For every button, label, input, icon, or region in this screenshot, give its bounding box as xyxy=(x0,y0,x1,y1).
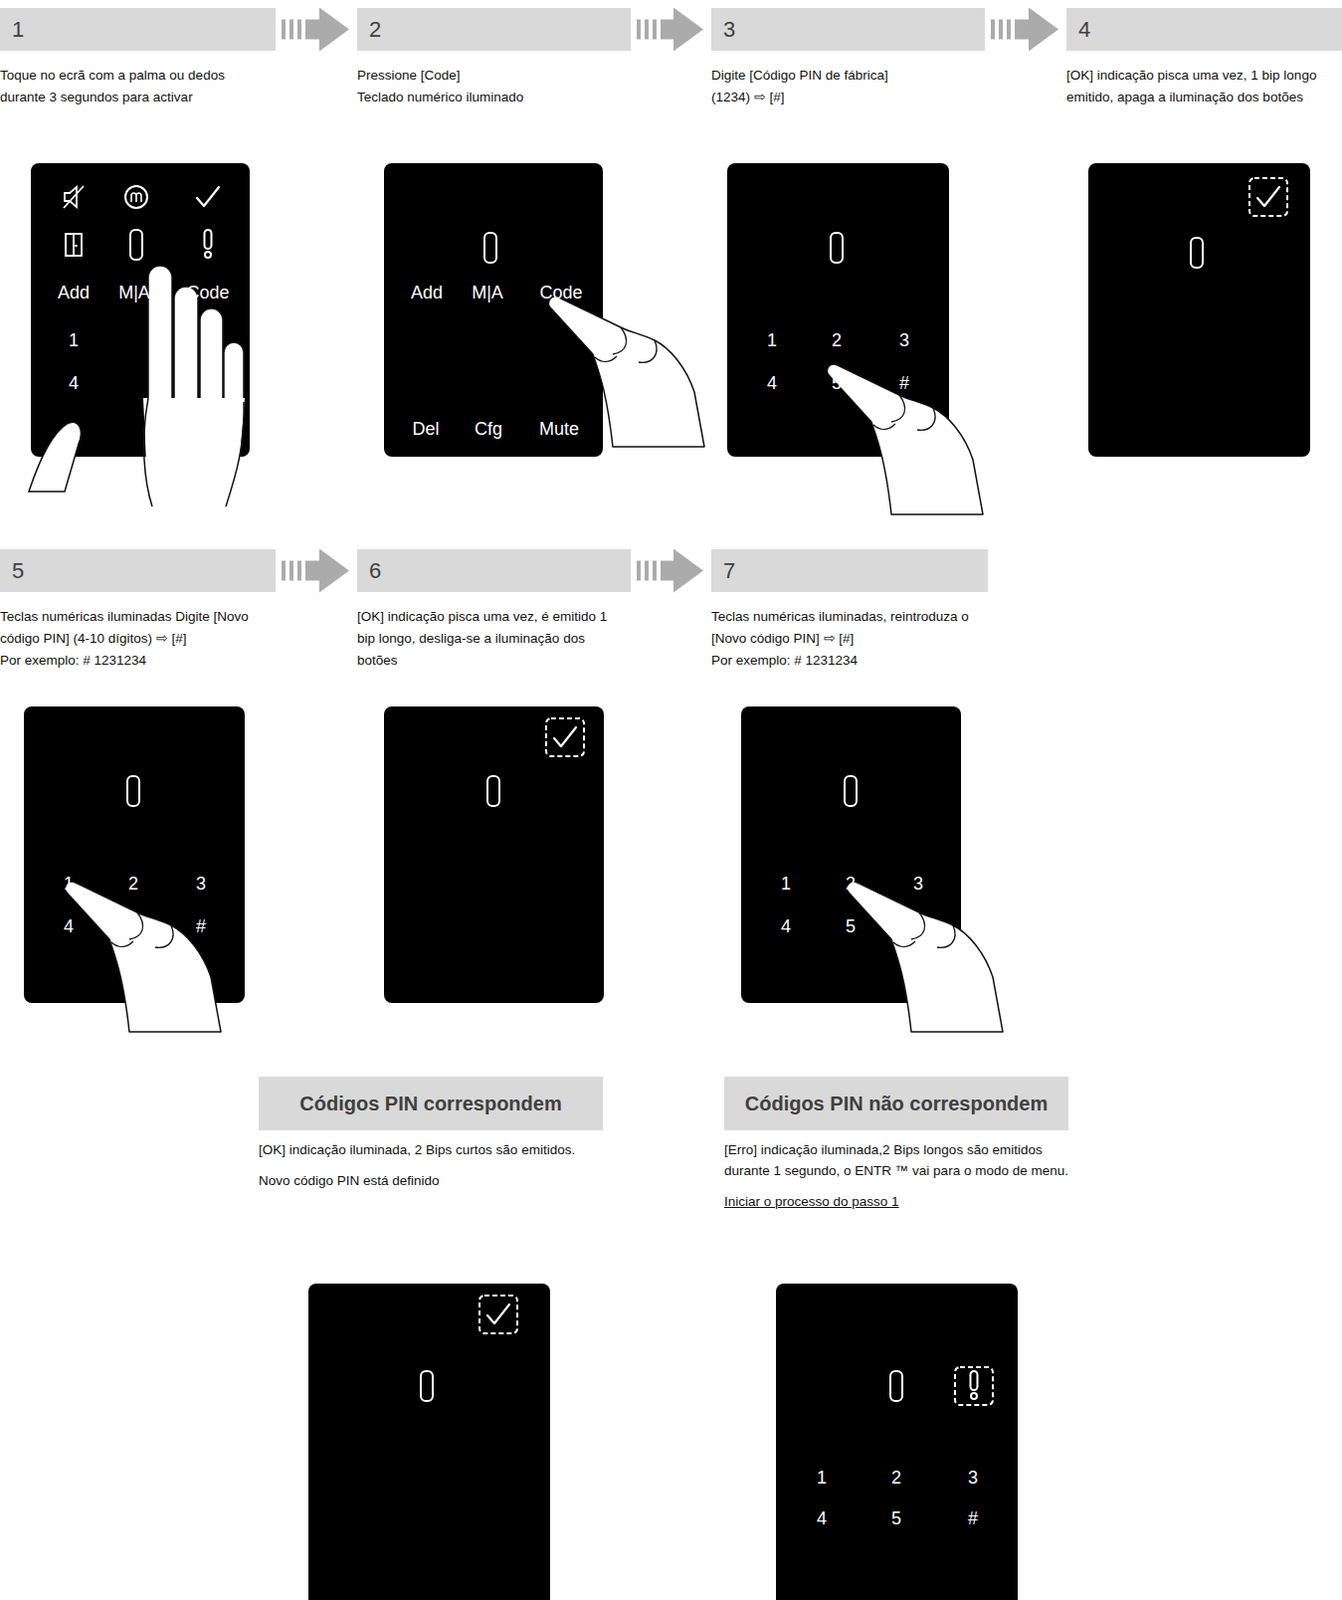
pointing-hand xyxy=(826,364,983,515)
pointing-hand xyxy=(846,881,1003,1032)
key-label: Add xyxy=(57,282,90,304)
outcome-text: Novo código PIN está definido xyxy=(258,1169,603,1191)
key-label: Add xyxy=(410,282,443,304)
key-label: 1 xyxy=(816,1467,827,1489)
step-number: 5 xyxy=(11,558,24,584)
step-arrow xyxy=(636,19,674,40)
step-description: [OK] indicação pisca uma vez, é emitido … xyxy=(357,605,628,672)
key-label: 3 xyxy=(195,873,206,895)
step-description: Por exemplo: # 1231234 xyxy=(0,649,261,672)
step-number: 3 xyxy=(723,16,736,43)
step-box: 4 [OK] indicação pisca uma vez, 1 bip lon… xyxy=(1066,7,1342,109)
step-header-bar: 2 xyxy=(357,7,631,51)
key-label: 3 xyxy=(967,1467,978,1489)
outcome-heading: Códigos PIN não correspondem xyxy=(745,1092,1048,1116)
key-label: Cfg xyxy=(474,418,503,440)
step-header-bar: 4 xyxy=(1066,7,1342,51)
outcome-box: Códigos PIN correspondem [OK] indicação i… xyxy=(258,1076,603,1191)
key-label: 3 xyxy=(913,873,924,895)
step-box: 3Digite [Código PIN de fábrica] (1234) ⇨… xyxy=(711,7,985,109)
key-label: # xyxy=(195,916,206,938)
key-label: Code xyxy=(539,282,582,304)
outcome-text: [Erro] indicação iluminada,2 Bips longos… xyxy=(724,1139,1069,1181)
step-header-bar: 6 xyxy=(357,549,631,592)
key-label: 1 xyxy=(766,330,777,352)
key-label: # xyxy=(899,373,910,394)
key-label: 2 xyxy=(891,1467,902,1489)
key-label: 5 xyxy=(128,916,139,938)
step-header-bar: 1 xyxy=(0,7,276,51)
key-label: 1 xyxy=(780,873,791,895)
key-label: 2 xyxy=(831,330,842,352)
key-label: Del xyxy=(411,418,439,440)
step-box: 2Pressione [Code]Teclado numérico ilumin… xyxy=(357,7,631,109)
step-description: [OK] indicação pisca uma vez, 1 bip long… xyxy=(1066,64,1334,109)
step-description: Teclado numérico iluminado xyxy=(357,86,616,109)
step-description: Toque no ecrã com a palma ou dedos duran… xyxy=(0,64,257,109)
outcome-heading: Códigos PIN correspondem xyxy=(299,1092,562,1116)
key-label: # xyxy=(967,1508,978,1530)
key-label: 5 xyxy=(845,916,856,938)
key-label: 4 xyxy=(780,916,791,938)
key-label: 1 xyxy=(63,873,74,895)
step-description: Digite [Código PIN de fábrica] (1234) ⇨ … xyxy=(711,64,916,109)
outcome-header-bar: Códigos PIN não correspondem xyxy=(724,1076,1069,1131)
pointing-hand xyxy=(64,881,221,1032)
key-label: 4 xyxy=(766,373,777,394)
key-label: M|A xyxy=(118,282,151,304)
step-box: 6 [OK] indicação pisca uma vez, é emitido… xyxy=(357,549,631,672)
step-number: 7 xyxy=(723,558,736,584)
key-label: 3 xyxy=(899,330,910,352)
key-label: 4 xyxy=(816,1508,827,1530)
step-box: 1Toque no ecrã com a palma ou dedos dura… xyxy=(0,7,276,109)
step-arrow xyxy=(281,561,320,581)
step-description: Por exemplo: # 1231234 xyxy=(711,649,978,672)
step-number: 6 xyxy=(369,558,382,584)
key-label: 2 xyxy=(845,873,856,895)
outcome-box: Códigos PIN não correspondem [Erro] indic… xyxy=(724,1076,1069,1212)
key-label: 4 xyxy=(63,916,74,938)
step-header-bar: 3 xyxy=(711,7,985,51)
outcome-header-bar: Códigos PIN correspondem xyxy=(258,1076,603,1131)
step-description: Pressione [Code] xyxy=(357,64,616,87)
key-label: M|A xyxy=(471,282,504,304)
step-description: Teclas numéricas iluminadas, reintroduza… xyxy=(711,605,978,650)
step-number: 1 xyxy=(11,16,24,43)
step-number: 4 xyxy=(1078,16,1091,43)
palm-hand xyxy=(28,265,245,507)
step-description: Teclas numéricas iluminadas Digite [Novo… xyxy=(0,605,261,650)
key-label: 2 xyxy=(128,873,139,895)
key-label: Mute xyxy=(539,418,579,440)
key-label: Code xyxy=(186,282,229,304)
step-header-bar: 5 xyxy=(0,549,276,592)
keypad-screen xyxy=(383,706,604,1003)
keypad-screen xyxy=(1088,163,1311,457)
key-label: 5 xyxy=(891,1508,902,1530)
key-label: 1 xyxy=(68,330,79,352)
keypad-screen xyxy=(308,1283,551,1600)
outcome-text: [OK] indicação iluminada, 2 Bips curtos … xyxy=(258,1139,603,1160)
step-arrow xyxy=(281,19,320,40)
step-arrow xyxy=(636,561,674,581)
outcome-text: Iniciar o processo do passo 1 xyxy=(724,1190,1069,1212)
step-header-bar: 7 xyxy=(711,549,988,592)
key-label: # xyxy=(913,916,924,938)
keypad-screen xyxy=(775,1283,1018,1600)
step-box: 7Teclas numéricas iluminadas, reintroduz… xyxy=(711,549,988,672)
key-label: 5 xyxy=(831,373,842,394)
key-label: 4 xyxy=(68,373,79,394)
step-arrow xyxy=(990,19,1029,40)
step-box: 5Teclas numéricas iluminadas Digite [Nov… xyxy=(0,549,276,672)
step-number: 2 xyxy=(369,16,382,43)
